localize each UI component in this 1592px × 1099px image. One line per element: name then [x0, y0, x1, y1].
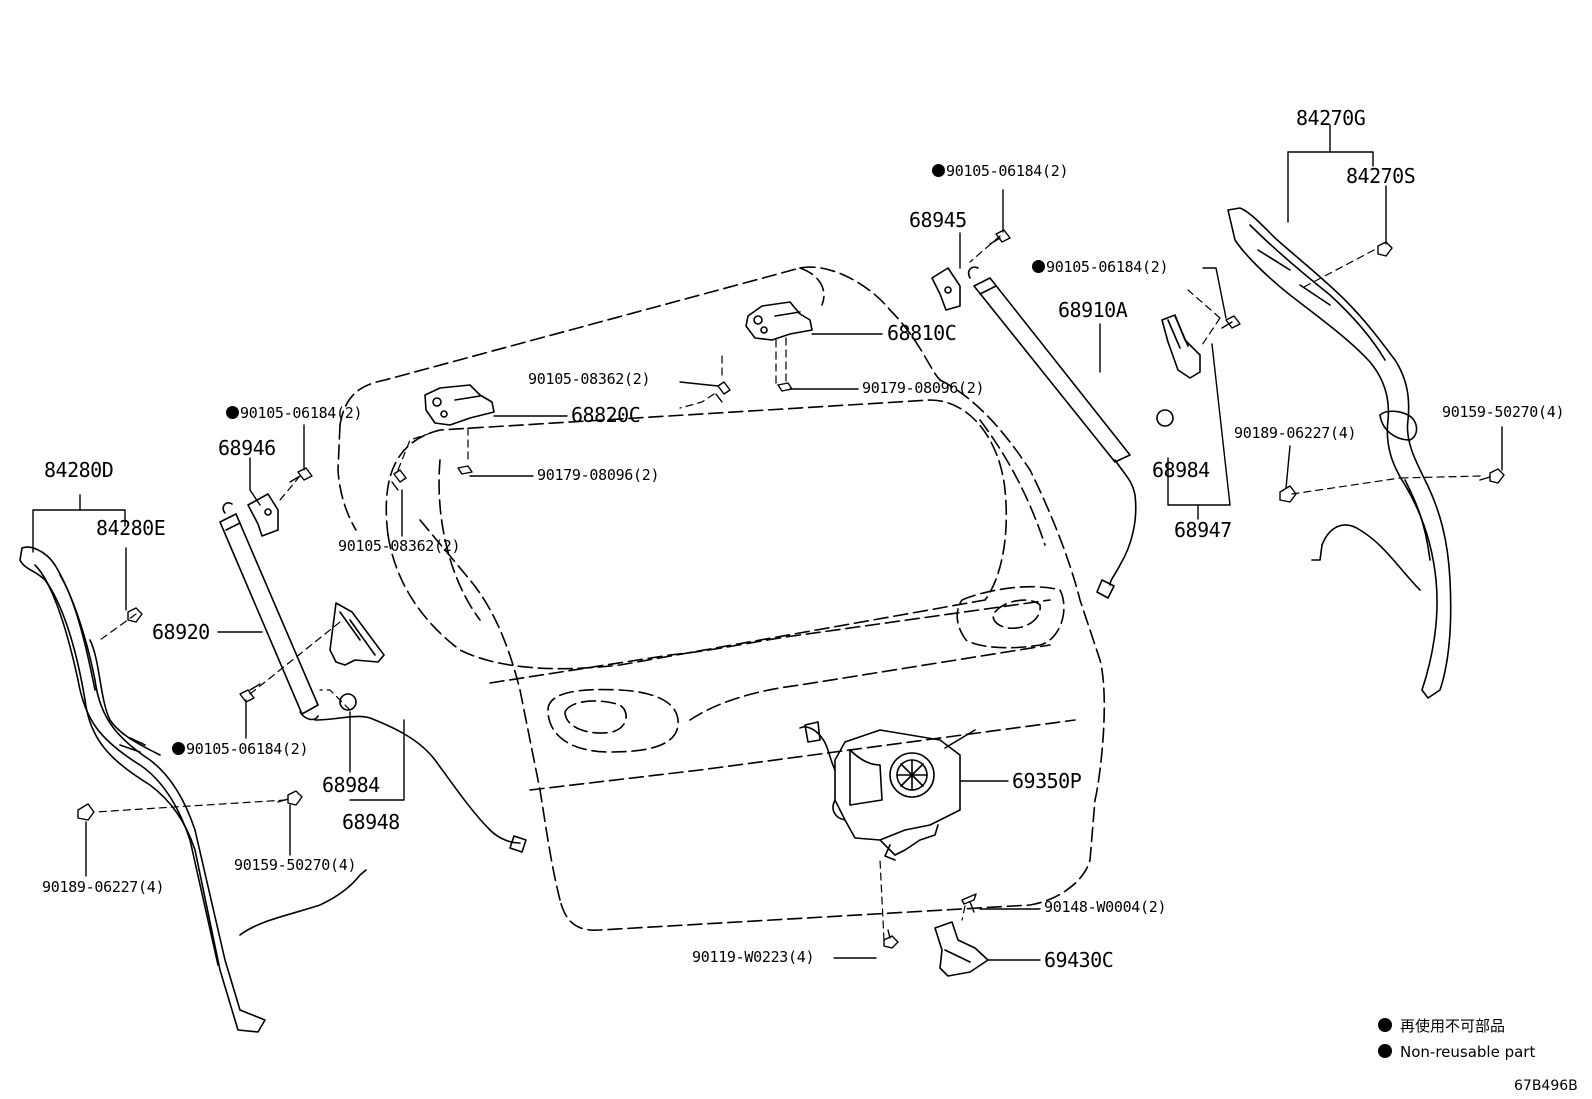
bumper-69430C — [934, 921, 989, 977]
callout-84270S: 84270S — [1346, 164, 1416, 188]
legend-row-en: Non-reusable part — [1378, 1044, 1535, 1060]
callout-84280D: 84280D — [44, 458, 114, 482]
non-reusable-marker-icon — [1032, 260, 1045, 273]
callout-90148-W0004: 90148-W0004(2) — [1044, 898, 1167, 916]
callout-90105-06184-top: 90105-06184(2) — [932, 164, 1069, 179]
leader-lines — [32, 124, 1503, 961]
legend-bullet-icon — [1378, 1018, 1392, 1032]
right-gas-strut-68910A — [931, 266, 1137, 599]
callout-90119-W0223: 90119-W0223(4) — [692, 948, 815, 966]
callout-90179-08096-upper: 90179-08096(2) — [862, 379, 985, 397]
callout-90159-50270-left: 90159-50270(4) — [234, 856, 357, 874]
callout-90179-08096-lower: 90179-08096(2) — [537, 466, 660, 484]
legend-bullet-icon — [1378, 1044, 1392, 1058]
non-reusable-marker-icon — [172, 742, 185, 755]
callout-68946: 68946 — [218, 436, 276, 460]
back-door-outline — [337, 266, 1106, 931]
closer-assembly-69350P — [799, 721, 976, 861]
callout-68947: 68947 — [1174, 518, 1232, 542]
left-garnish-84280D — [19, 546, 367, 1033]
callout-69350P: 69350P — [1012, 769, 1082, 793]
left-gas-strut-68920 — [219, 493, 527, 853]
callout-90105-06184-right: 90105-06184(2) — [1032, 260, 1169, 275]
callout-68948: 68948 — [342, 810, 400, 834]
callout-68945: 68945 — [909, 208, 967, 232]
non-reusable-marker-icon — [932, 164, 945, 177]
connection-lines — [94, 235, 1481, 941]
left-stay-68948 — [329, 602, 385, 711]
fasteners — [77, 229, 1505, 949]
callout-68910A: 68910A — [1058, 298, 1128, 322]
callout-84270G: 84270G — [1296, 106, 1366, 130]
diagram-code: 67B496B — [1514, 1078, 1578, 1094]
callout-90105-06184-left-top: 90105-06184(2) — [226, 406, 363, 421]
callout-68984-left: 68984 — [322, 773, 380, 797]
callout-90189-06227-left: 90189-06227(4) — [42, 878, 165, 896]
right-stay-68947 — [1156, 314, 1201, 427]
callout-90105-06184-left-low: 90105-06184(2) — [172, 742, 309, 757]
non-reusable-marker-icon — [226, 406, 239, 419]
callout-68920: 68920 — [152, 620, 210, 644]
hinge-68810C — [745, 301, 813, 341]
callout-90189-06227-right: 90189-06227(4) — [1234, 424, 1357, 442]
callout-90105-08362-lower: 90105-08362(2) — [338, 537, 461, 555]
callout-90105-08362-upper: 90105-08362(2) — [528, 370, 651, 388]
callout-68810C: 68810C — [887, 321, 957, 345]
right-garnish-84270G — [1227, 207, 1452, 699]
callout-68984-right: 68984 — [1152, 458, 1210, 482]
legend-row-jp: 再使用不可部品 — [1378, 1018, 1505, 1034]
callout-68820C: 68820C — [571, 403, 641, 427]
callout-69430C: 69430C — [1044, 948, 1114, 972]
callout-84280E: 84280E — [96, 516, 166, 540]
callout-90159-50270-right: 90159-50270(4) — [1442, 403, 1565, 421]
hinge-68820C — [424, 384, 495, 426]
